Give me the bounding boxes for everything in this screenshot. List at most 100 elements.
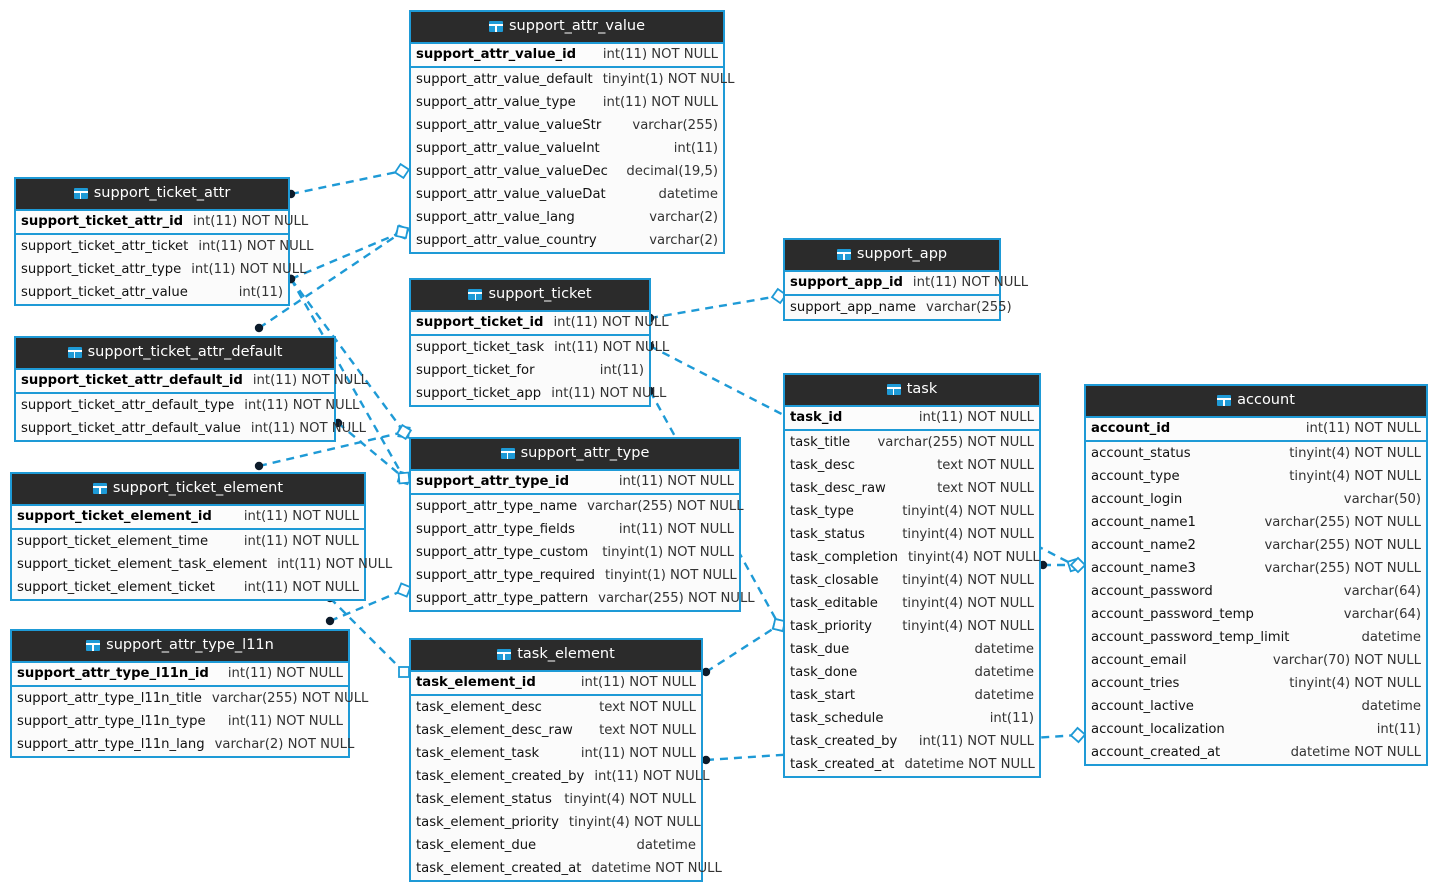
entity-header-support_ticket_element[interactable]: support_ticket_element	[12, 474, 364, 504]
column-type: varchar(255)	[632, 118, 718, 134]
entity-header-support_app[interactable]: support_app	[785, 240, 999, 270]
entity-header-account[interactable]: account	[1086, 386, 1426, 416]
entity-header-support_attr_value[interactable]: support_attr_value	[411, 12, 723, 42]
entity-header-support_attr_type_l11n[interactable]: support_attr_type_l11n	[12, 631, 348, 661]
entity-header-support_ticket[interactable]: support_ticket	[411, 280, 649, 310]
entity-header-support_attr_type[interactable]: support_attr_type	[411, 439, 739, 469]
entity-header-support_ticket_attr_default[interactable]: support_ticket_attr_default	[16, 338, 334, 368]
entity-header-support_ticket_attr[interactable]: support_ticket_attr	[16, 179, 288, 209]
entity-header-task_element[interactable]: task_element	[411, 640, 701, 670]
entity-header-task[interactable]: task	[785, 375, 1039, 405]
entity-title: support_ticket	[488, 286, 592, 302]
